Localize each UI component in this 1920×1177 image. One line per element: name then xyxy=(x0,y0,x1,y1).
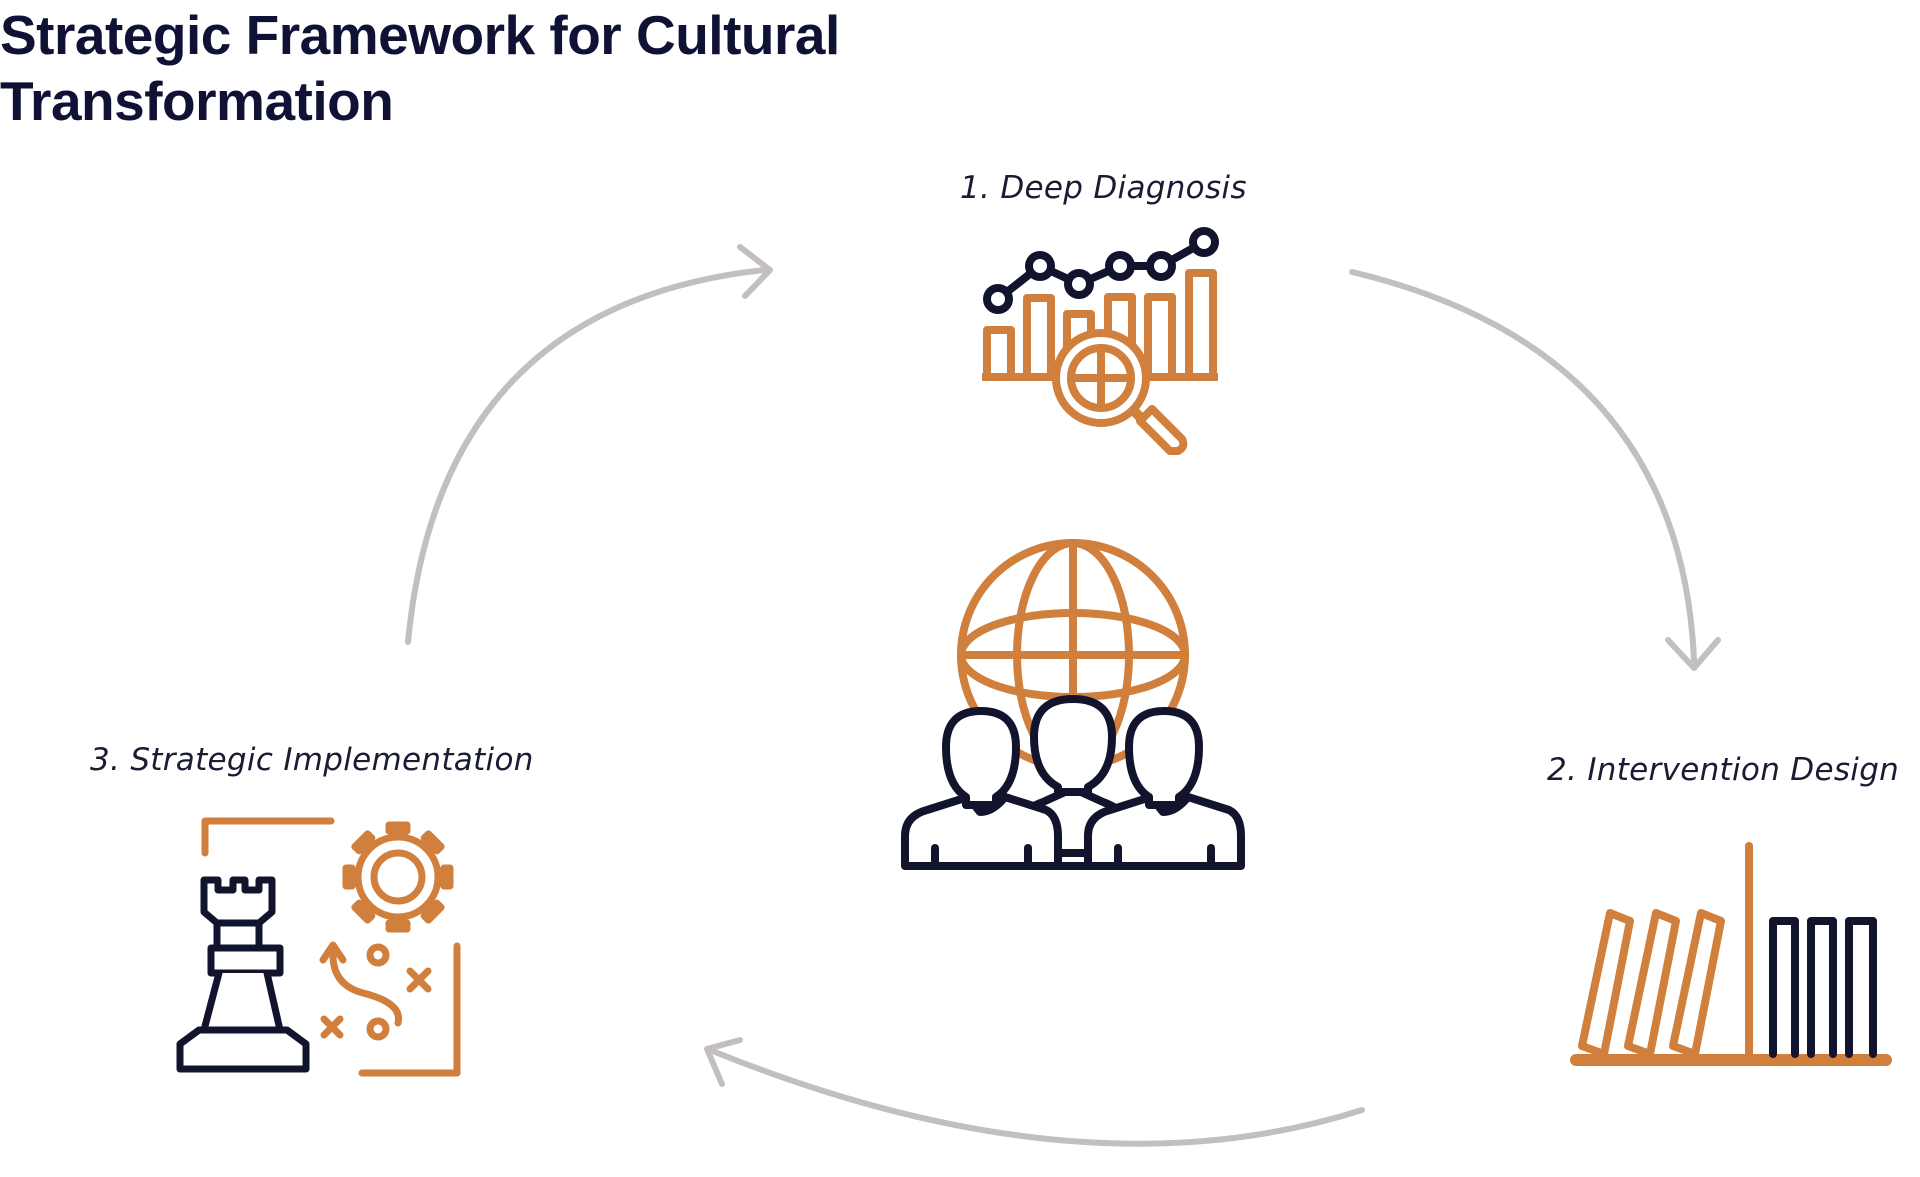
cycle-arrow-design-to-implementation xyxy=(704,1037,1365,1147)
stage-label-strategic-implementation: 3. Strategic Implementation xyxy=(90,742,534,778)
bookshelf-icon xyxy=(1570,842,1892,1066)
cycle-arrow-diagnosis-to-design xyxy=(1349,269,1721,671)
chess-strategy-icon xyxy=(176,817,461,1077)
global-team-icon xyxy=(901,539,1245,870)
page-title: Strategic Framework for Cultural Transfo… xyxy=(0,4,840,132)
stage-label-deep-diagnosis: 1. Deep Diagnosis xyxy=(960,170,1247,206)
stage-label-intervention-design: 2. Intervention Design xyxy=(1547,752,1900,788)
analytics-magnifier-icon xyxy=(982,227,1219,455)
cycle-arrow-implementation-to-diagnosis xyxy=(405,244,773,645)
